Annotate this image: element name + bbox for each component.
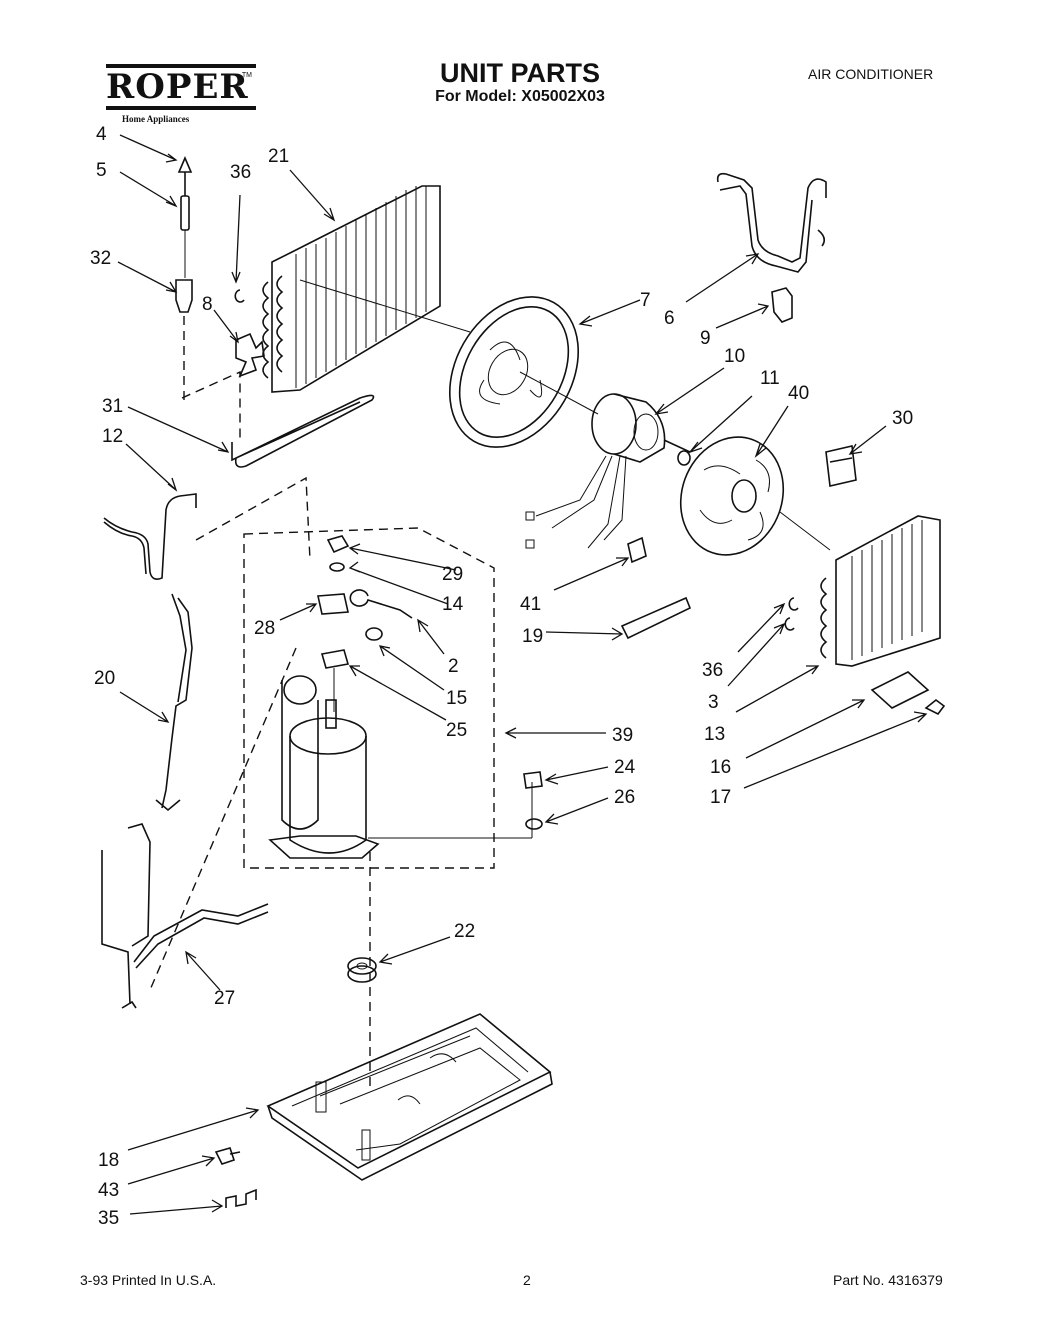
callout-labels: 4 5 32 21 36 8 31 12 7 6 9 10 11 40 30 2… [90, 124, 913, 1229]
callout-12: 12 [102, 426, 123, 447]
print-info: 3-93 Printed In U.S.A. [80, 1272, 217, 1288]
callout-9: 9 [700, 328, 711, 349]
part-32-access-fitting [175, 279, 193, 313]
part-14-washer [329, 562, 345, 572]
part-36-clip [234, 289, 245, 303]
callout-24: 24 [614, 757, 636, 778]
callout-26: 26 [614, 787, 635, 808]
part-6-discharge-tube [716, 172, 827, 273]
callout-3: 3 [708, 692, 719, 713]
part-7-fan-shroud [448, 296, 599, 448]
callout-28: 28 [254, 618, 275, 639]
part-40-blower-wheel [679, 436, 831, 556]
part-21-evaporator-coil [262, 185, 471, 393]
callout-29: 29 [442, 564, 463, 585]
callout-6: 6 [664, 308, 675, 329]
callout-43: 43 [98, 1180, 119, 1201]
part-27-suction-tube [101, 823, 269, 1005]
callout-7: 7 [640, 290, 651, 311]
part-29-terminal-cover-nut [326, 535, 350, 554]
callout-40: 40 [788, 383, 809, 404]
callout-2: 2 [448, 656, 459, 677]
callout-18: 18 [98, 1150, 119, 1171]
part-18-base-pan [266, 1013, 553, 1181]
callout-36-left: 36 [230, 162, 251, 183]
part-number: Part No. 4316379 [833, 1272, 943, 1288]
part-26-washer [525, 818, 543, 830]
callout-15: 15 [446, 688, 467, 709]
model-line: For Model: X05002X03 [435, 88, 605, 105]
leader-lines [117, 134, 928, 1215]
part-15-gasket [320, 649, 350, 669]
part-35-clip [225, 1188, 257, 1208]
part-4-valve-cap [177, 155, 193, 196]
part-30-switch [825, 445, 857, 487]
callout-21: 21 [268, 146, 289, 167]
appliance-category: AIR CONDITIONER [808, 66, 934, 82]
part-10-fan-motor [525, 393, 691, 549]
part-41-bracket [627, 536, 647, 564]
callout-30: 30 [892, 408, 913, 429]
callout-27: 27 [214, 988, 235, 1009]
part-24-nut [523, 771, 543, 789]
part-2-overload [349, 589, 413, 619]
callout-22: 22 [454, 921, 475, 942]
part-2-grommet [365, 627, 383, 641]
callout-36-right: 36 [702, 660, 723, 681]
callout-5: 5 [96, 160, 107, 181]
trademark-symbol: TM [241, 72, 252, 79]
callout-14: 14 [442, 594, 464, 615]
part-12-tube [103, 493, 197, 580]
part-8-bracket [235, 332, 265, 378]
callout-10: 10 [724, 346, 745, 367]
part-5-valve-core [180, 195, 190, 231]
part-28-terminal-cover [317, 593, 349, 615]
part-19-thermostat-bar [620, 596, 692, 640]
part-11-nut [677, 450, 691, 466]
callout-39: 39 [612, 725, 633, 746]
part-43-screw [214, 1147, 241, 1165]
callout-31: 31 [102, 396, 123, 417]
page-title: UNIT PARTS [440, 58, 600, 88]
callout-17: 17 [710, 787, 731, 808]
part-39-compressor-assembly-box [243, 527, 495, 869]
part-3-clip [784, 617, 795, 631]
part-25-compressor [268, 675, 380, 859]
roper-logo: ROPER TM Home Appliances [106, 64, 256, 124]
callout-16: 16 [710, 757, 731, 778]
callout-32: 32 [90, 248, 111, 269]
part-17-clip [924, 698, 946, 716]
callout-13: 13 [704, 724, 725, 745]
part-31-capillary-tube [231, 394, 375, 468]
callout-8: 8 [202, 294, 213, 315]
part-9-clamp [771, 287, 793, 323]
brand-tagline: Home Appliances [122, 114, 190, 124]
part-16-panel [870, 671, 930, 709]
callout-19: 19 [522, 626, 543, 647]
callout-41: 41 [520, 594, 541, 615]
part-22-mounting-grommet [347, 957, 377, 983]
part-36-clip-right [788, 597, 799, 611]
callout-35: 35 [98, 1208, 119, 1229]
callout-20: 20 [94, 668, 115, 689]
callout-4: 4 [96, 124, 107, 145]
callout-25: 25 [446, 720, 467, 741]
part-20-wire-harness [155, 593, 193, 812]
part-13-condenser-coil [820, 515, 941, 667]
callout-11: 11 [760, 368, 780, 389]
page-number: 2 [523, 1272, 531, 1288]
brand-name: ROPER [106, 67, 249, 107]
